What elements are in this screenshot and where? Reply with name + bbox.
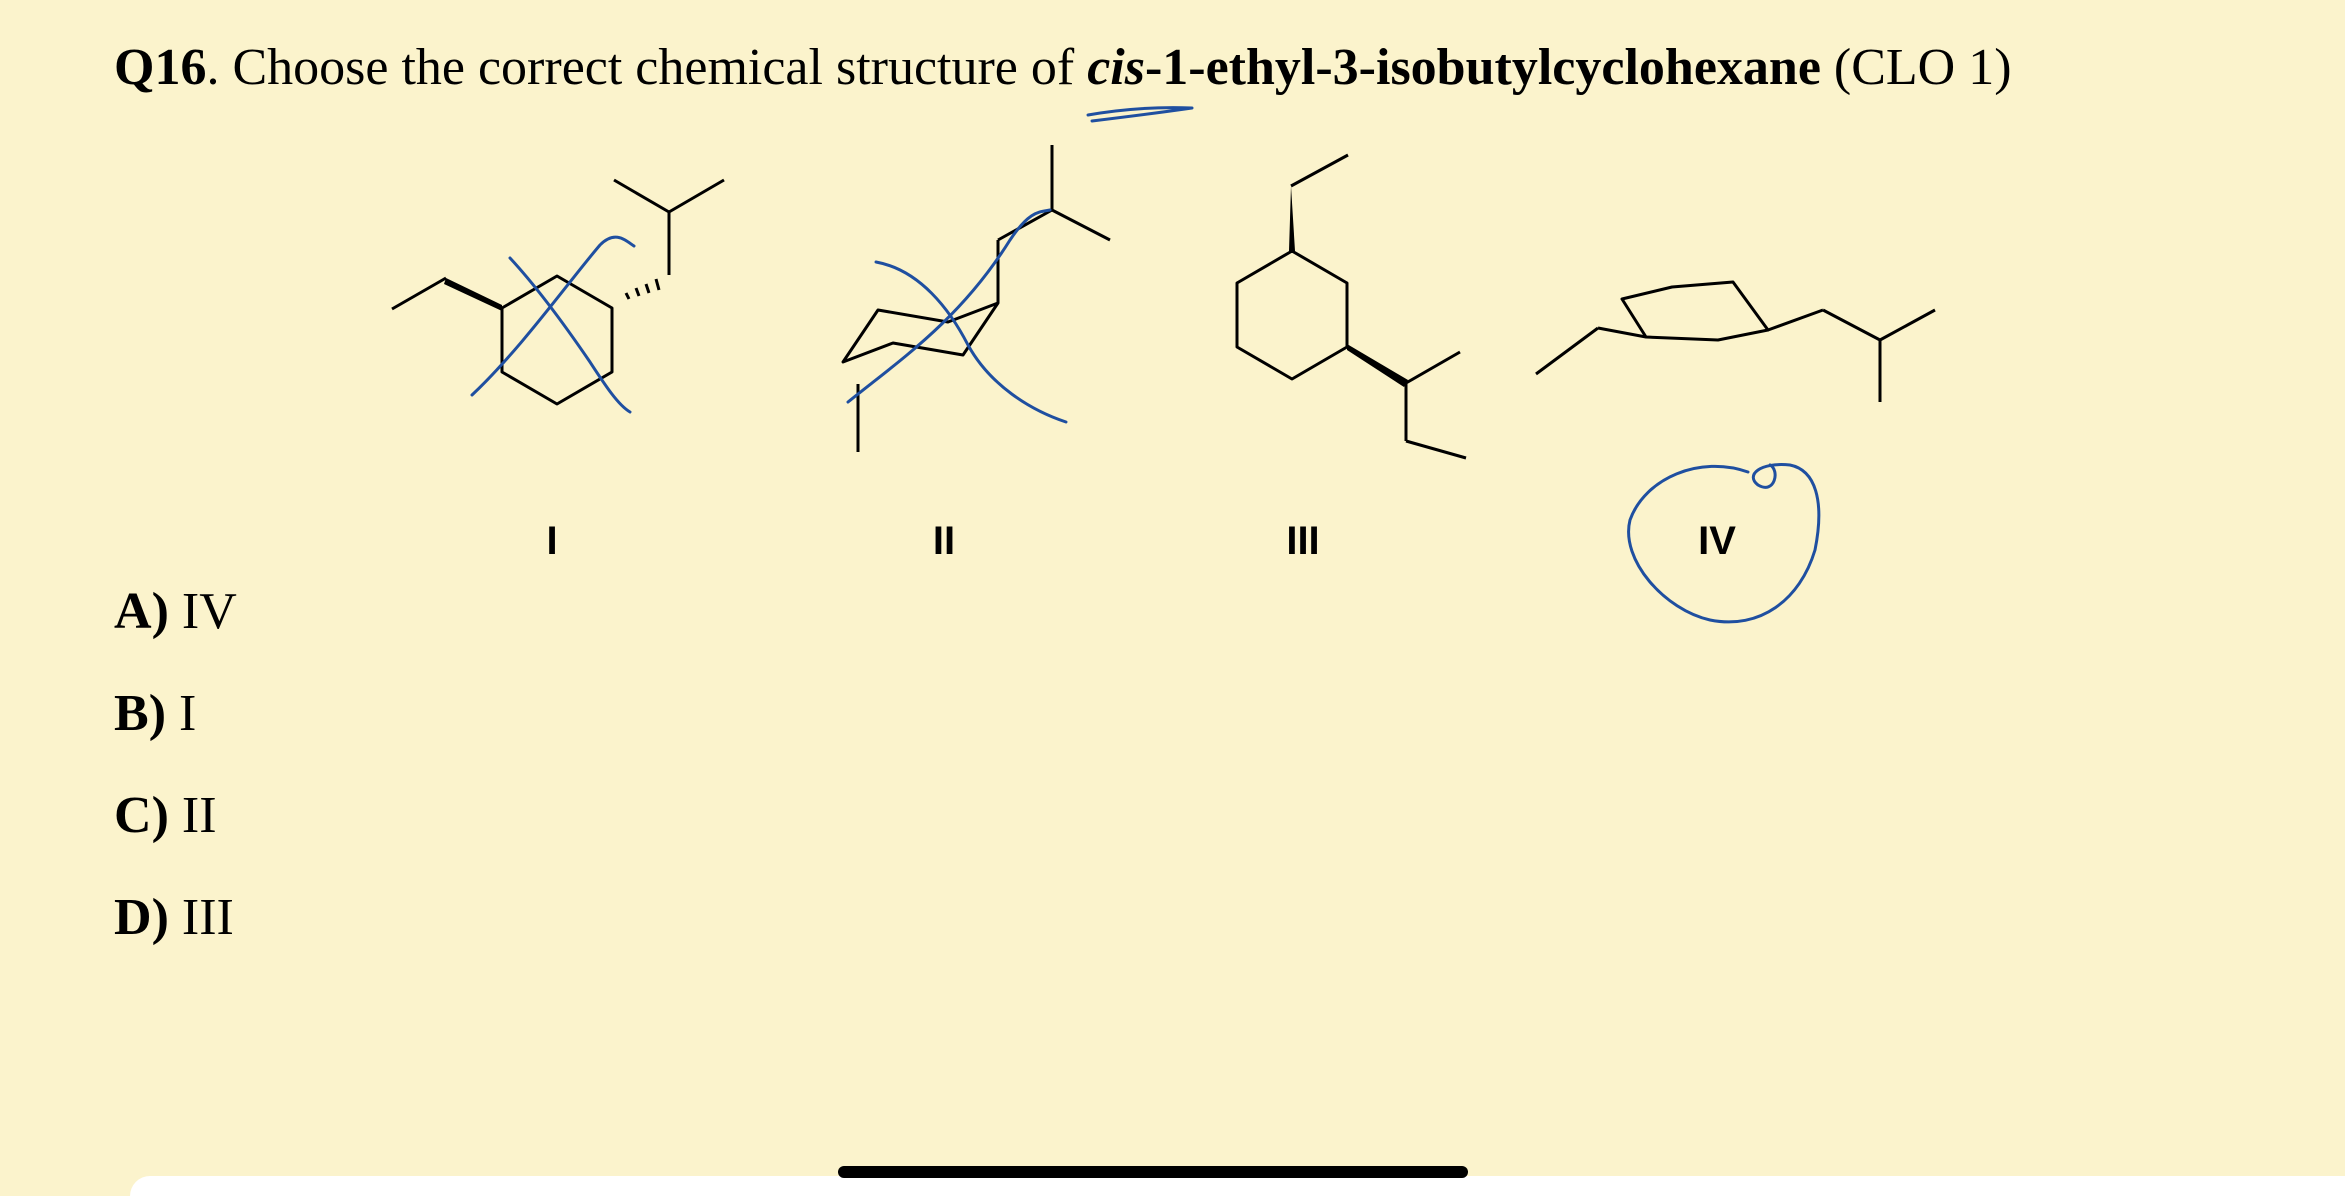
home-indicator[interactable] bbox=[838, 1166, 1468, 1178]
cross-out-ii-b bbox=[874, 260, 1068, 424]
label-structure-iv: IV bbox=[1698, 519, 1736, 563]
structure-ii bbox=[841, 145, 1111, 452]
cis-underline bbox=[1086, 106, 1194, 123]
pen-annotations bbox=[470, 106, 1821, 624]
bottom-sheet-edge bbox=[130, 1176, 2345, 1196]
cross-out-i-a bbox=[470, 235, 636, 397]
question-text: Q16. Choose the correct chemical structu… bbox=[114, 36, 2012, 100]
structure-iii bbox=[1235, 153, 1467, 460]
label-structure-iii: III bbox=[1286, 519, 1320, 563]
label-structure-ii: II bbox=[932, 519, 956, 563]
answer-options: A) IV B) I C) II D) III bbox=[114, 580, 237, 988]
question-stem: . Choose the correct chemical structure … bbox=[206, 39, 1088, 96]
option-b[interactable]: B) I bbox=[114, 685, 197, 742]
cross-out-i-b bbox=[508, 256, 632, 414]
cross-out-ii-a bbox=[846, 208, 1052, 404]
structure-i bbox=[391, 178, 725, 406]
clo-tag: (CLO 1) bbox=[1820, 39, 2012, 96]
option-c[interactable]: C) II bbox=[114, 787, 217, 844]
circle-iv bbox=[1627, 463, 1821, 624]
compound-name: -1-ethyl-3-isobutylcyclohexane bbox=[1144, 39, 1821, 96]
label-structure-i: I bbox=[546, 519, 558, 563]
cis-prefix: cis bbox=[1087, 39, 1145, 96]
option-d[interactable]: D) III bbox=[114, 889, 234, 946]
question-number: Q16 bbox=[114, 39, 207, 96]
structure-iv bbox=[1535, 280, 1936, 402]
option-a[interactable]: A) IV bbox=[114, 583, 237, 640]
